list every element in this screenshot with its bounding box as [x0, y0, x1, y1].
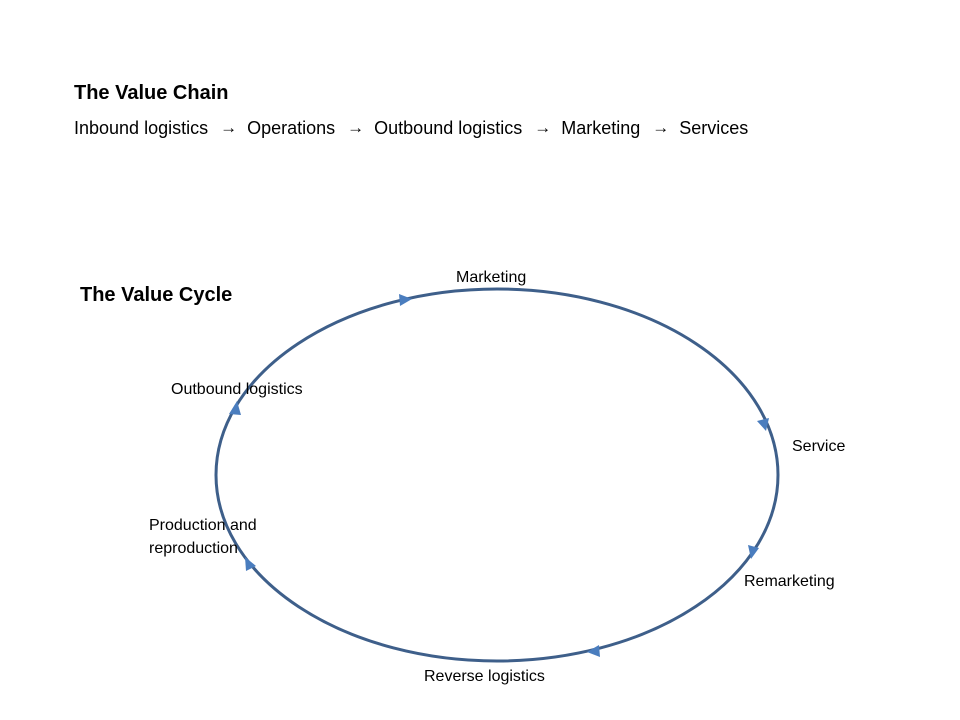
cycle-arrowhead-bottom-icon	[587, 645, 600, 657]
cycle-node-service: Service	[792, 438, 846, 455]
cycle-arrowhead-right-lower-icon	[748, 545, 759, 559]
chain-step-marketing: Marketing	[561, 118, 641, 138]
arrow-right-icon: →	[220, 118, 238, 137]
value-chain-sequence: Inbound logistics → Operations → Outboun…	[74, 117, 748, 139]
cycle-node-outbound-logistics: Outbound logistics	[171, 381, 303, 398]
chain-step-outbound-logistics: Outbound logistics	[374, 118, 523, 138]
cycle-arrowhead-right-upper-icon	[757, 418, 769, 431]
cycle-arrowhead-left-upper-icon	[229, 401, 241, 415]
chain-step-operations: Operations	[247, 118, 336, 138]
cycle-node-remarketing: Remarketing	[744, 573, 835, 590]
value-chain-title: The Value Chain	[74, 82, 229, 104]
cycle-node-reverse-logistics: Reverse logistics	[424, 668, 545, 685]
arrow-right-icon: →	[652, 118, 670, 137]
cycle-arrowhead-left-lower-icon	[245, 557, 256, 571]
cycle-node-production-and-reproduction: Production and reproduction	[149, 517, 257, 557]
arrow-right-icon: →	[534, 118, 552, 137]
cycle-arrowheads	[229, 294, 769, 657]
cycle-arrowhead-top-icon	[399, 294, 412, 306]
chain-step-services: Services	[679, 118, 749, 138]
chain-step-inbound-logistics: Inbound logistics	[74, 118, 209, 138]
arrow-right-icon: →	[347, 118, 365, 137]
cycle-node-marketing: Marketing	[456, 269, 527, 286]
value-cycle-title: The Value Cycle	[80, 284, 233, 306]
value-cycle-loop	[214, 287, 780, 663]
